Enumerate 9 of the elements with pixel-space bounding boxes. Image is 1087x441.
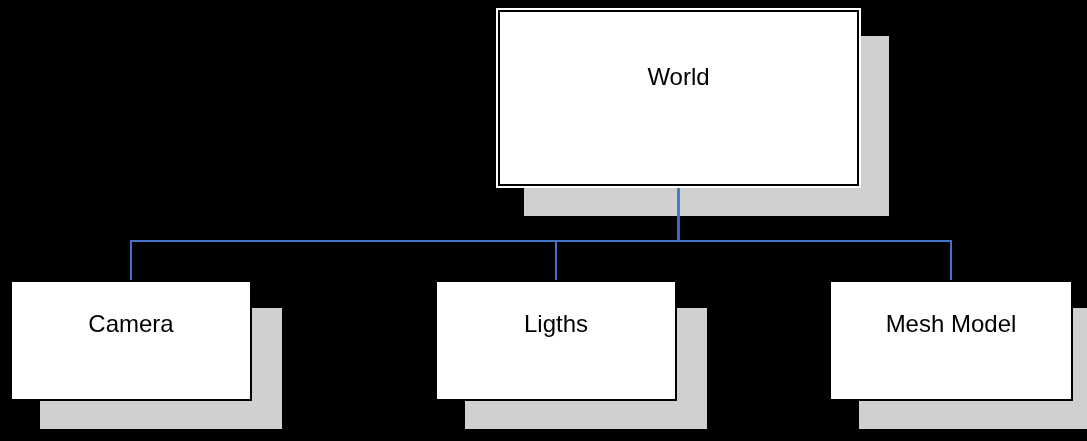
node-label: Mesh Model bbox=[885, 310, 1017, 338]
node-label: Ligths bbox=[523, 310, 588, 338]
process-box bbox=[435, 280, 677, 401]
process-box bbox=[496, 8, 861, 188]
node-label: Camera bbox=[88, 310, 174, 338]
process-box bbox=[829, 280, 1073, 401]
process-box bbox=[10, 280, 252, 401]
node-label: World bbox=[647, 63, 710, 91]
connector-line bbox=[677, 187, 952, 281]
